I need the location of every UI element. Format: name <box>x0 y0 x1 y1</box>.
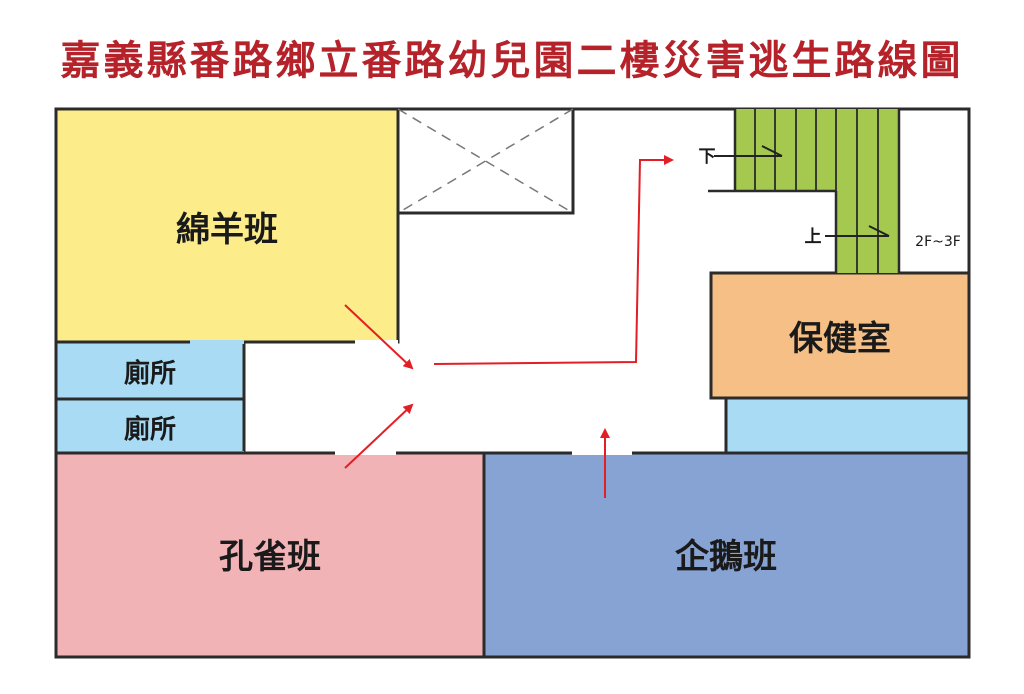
page-title: 嘉義縣番路鄉立番路幼兒園二樓災害逃生路線圖 <box>60 38 964 84</box>
room-peacock-label: 孔雀班 <box>219 537 321 577</box>
stair-down-arrow-tip <box>761 145 783 157</box>
stair-up-arrow-tip <box>868 225 890 237</box>
evacuation-route-main <box>433 155 674 365</box>
room-sheep-label: 綿羊班 <box>176 210 278 250</box>
stairs-upper <box>735 109 899 191</box>
room-penguin-label: 企鵝班 <box>675 537 777 577</box>
stair-down-label: 下 <box>699 147 716 167</box>
void-area <box>396 107 575 215</box>
stair-floor-label: 2F~3F <box>915 234 961 250</box>
room-toilet-1-label: 廁所 <box>124 358 176 389</box>
staircase[interactable] <box>708 109 901 273</box>
stairs-lower <box>836 191 899 273</box>
evacuation-arrow-from-peacock <box>344 403 414 469</box>
stair-up-label: 上 <box>805 227 822 247</box>
room-sheep[interactable] <box>54 107 400 344</box>
room-health[interactable] <box>709 271 971 400</box>
room-health-label: 保健室 <box>789 319 891 359</box>
room-toilet-1[interactable] <box>54 340 246 401</box>
corridor-blue-strip <box>724 396 971 455</box>
room-toilet-2-label: 廁所 <box>124 414 176 445</box>
room-peacock[interactable] <box>54 451 486 659</box>
evacuation-arrow-from-sheep <box>344 304 414 370</box>
